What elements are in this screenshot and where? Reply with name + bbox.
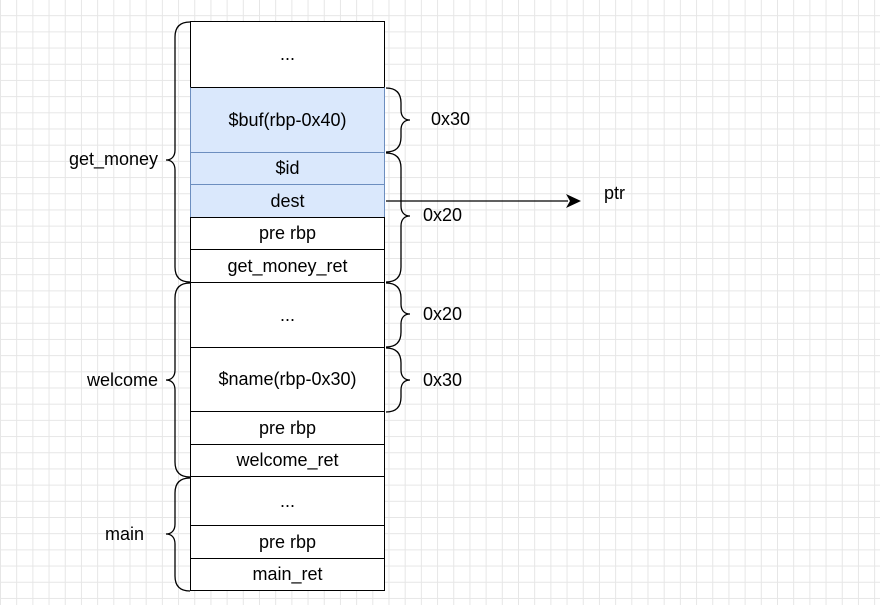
get-money-brace-icon	[165, 21, 191, 283]
stack-cell-top-padding: ...	[190, 21, 385, 88]
stack-cell-welcome-pre-rbp: pre rbp	[190, 411, 385, 445]
stack-cell-name: $name(rbp-0x30)	[190, 347, 385, 412]
stack-cell-id: $id	[190, 152, 385, 185]
welcome-brace-icon	[165, 282, 191, 478]
name-size-brace-icon	[385, 347, 411, 413]
frame-label-main: main	[105, 524, 145, 544]
ptr-label: ptr	[604, 183, 626, 203]
stack-cell-get-money-ret: get_money_ret	[190, 249, 385, 283]
size-label-name: 0x30	[423, 370, 463, 390]
buf-size-brace-icon	[385, 87, 411, 153]
welcome-pad-brace-icon	[385, 282, 411, 348]
size-label-welcome-pad: 0x20	[423, 304, 463, 324]
main-brace-icon	[165, 477, 191, 592]
stack-cell-buf: $buf(rbp-0x40)	[190, 87, 385, 153]
stack-cell-welcome-ret: welcome_ret	[190, 444, 385, 477]
stack-cell-get-money-pre-rbp: pre rbp	[190, 217, 385, 250]
frame-label-welcome: welcome	[87, 370, 159, 390]
frame-label-get-money: get_money	[69, 149, 159, 169]
size-label-buf: 0x30	[431, 109, 471, 129]
get-money-rest-brace-icon	[385, 152, 411, 283]
ptr-arrowhead-icon	[566, 194, 581, 208]
stack-cell-main-pre-rbp: pre rbp	[190, 525, 385, 559]
stack-cell-main-ret: main_ret	[190, 558, 385, 591]
size-label-get-money-rest: 0x20	[423, 205, 463, 225]
stack-cell-welcome-padding: ...	[190, 282, 385, 348]
